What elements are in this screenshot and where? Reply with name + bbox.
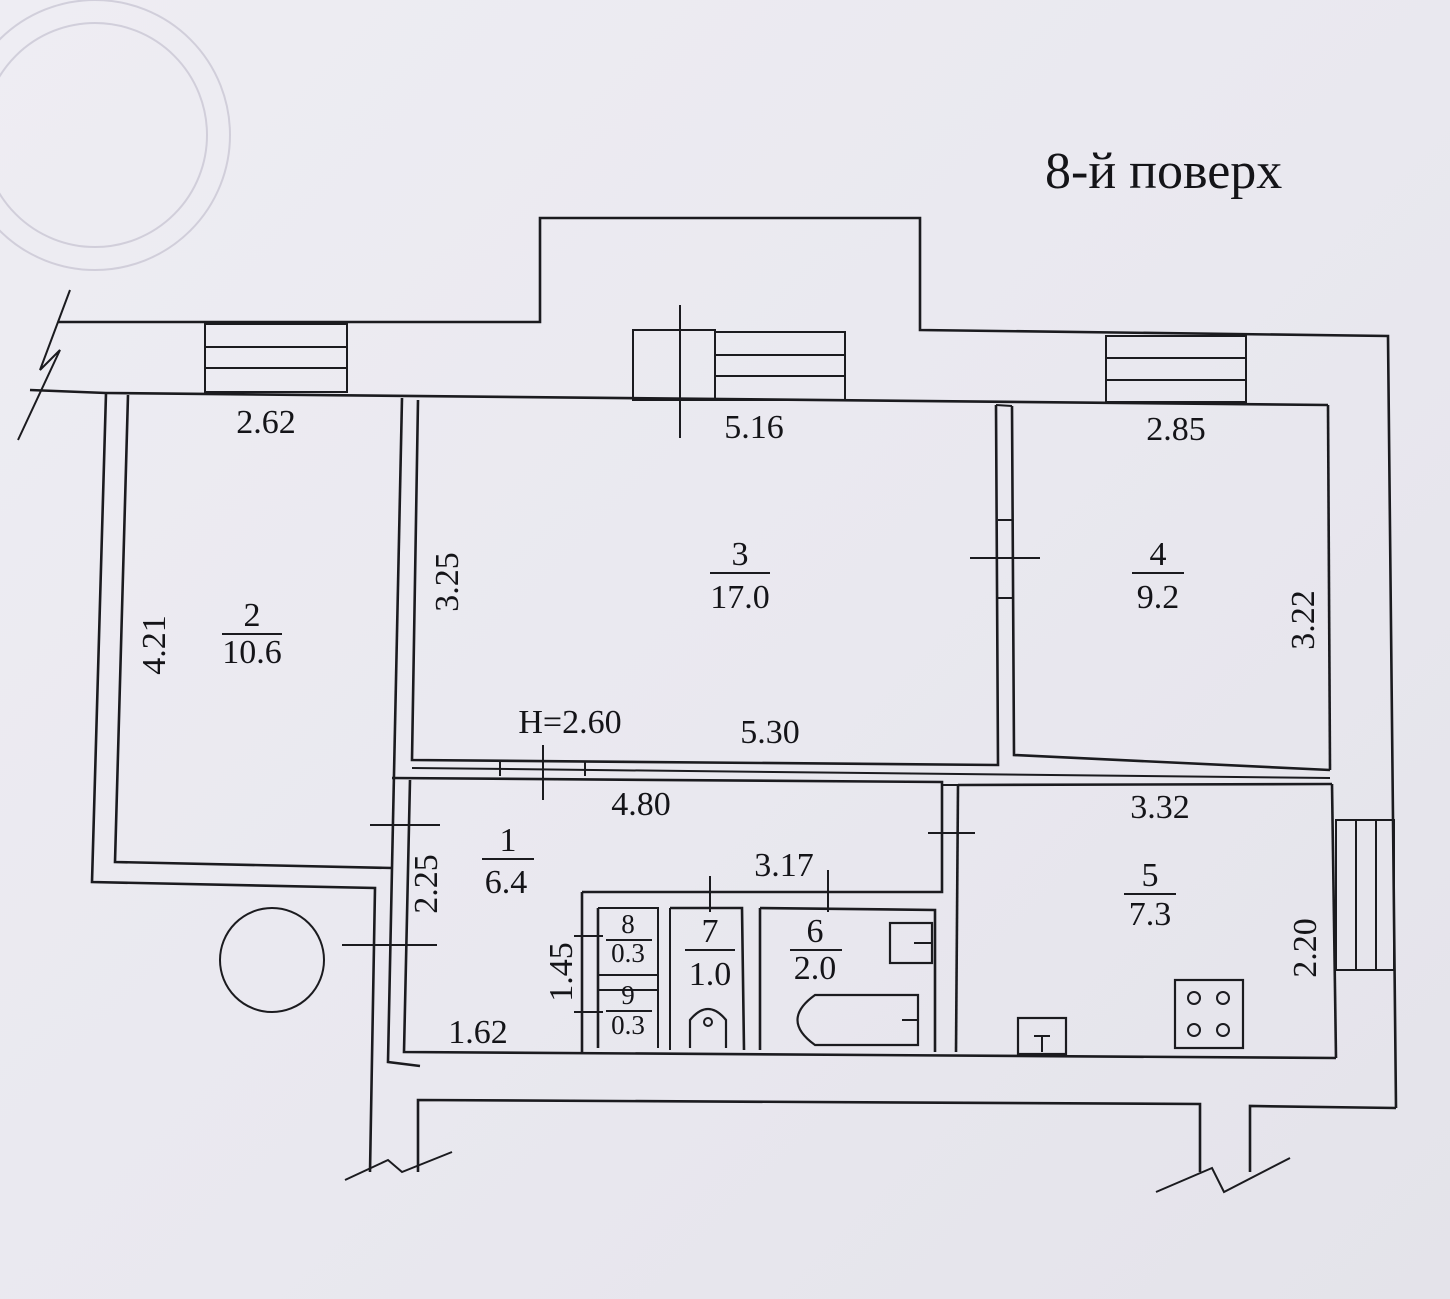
room-5: 5 7.3 [1124, 857, 1176, 933]
stamp-mark [0, 0, 231, 271]
room-2: 2 10.6 [222, 597, 282, 671]
room-8: 8 0.3 [606, 909, 652, 968]
svg-text:9: 9 [621, 980, 635, 1010]
room-labels: 2 10.6 3 17.0 4 9.2 1 6.4 5 7.3 6 2.0 [222, 536, 1184, 1040]
exterior-walls [17, 216, 1398, 1194]
svg-text:7: 7 [702, 913, 719, 950]
interior-walls [386, 397, 1337, 1068]
svg-text:0.3: 0.3 [611, 1010, 645, 1040]
room-6: 6 2.0 [790, 913, 842, 987]
svg-text:4: 4 [1150, 536, 1167, 573]
room-7: 7 1.0 [685, 913, 735, 993]
svg-text:1.62: 1.62 [448, 1014, 508, 1051]
room-3: 3 17.0 [710, 536, 770, 616]
svg-text:2.25: 2.25 [408, 854, 445, 914]
fixtures [688, 921, 1245, 1056]
svg-text:2: 2 [244, 597, 261, 634]
room-4: 4 9.2 [1132, 536, 1184, 616]
svg-text:0.3: 0.3 [611, 938, 645, 968]
kitchen-sink-icon [1016, 1016, 1068, 1056]
dimension-labels: 2.62 5.16 2.85 H=2.60 5.30 4.80 3.32 3.1… [136, 404, 1324, 1051]
svg-text:3.17: 3.17 [754, 847, 814, 884]
svg-text:8: 8 [621, 909, 635, 939]
stove-icon [1173, 978, 1245, 1050]
floor-title: 8-й поверх [1045, 143, 1282, 200]
svg-text:5.16: 5.16 [724, 409, 784, 446]
svg-text:9.2: 9.2 [1137, 579, 1180, 616]
svg-text:2.20: 2.20 [1287, 918, 1324, 978]
room-9: 9 0.3 [606, 980, 652, 1040]
svg-text:2.0: 2.0 [794, 950, 837, 987]
svg-text:1.45: 1.45 [543, 942, 580, 1002]
svg-text:2.85: 2.85 [1146, 411, 1206, 448]
svg-text:2.62: 2.62 [236, 404, 296, 441]
toilet-icon [688, 1007, 728, 1048]
door-markers [219, 305, 1040, 1013]
svg-text:4.80: 4.80 [611, 786, 671, 823]
svg-text:3.32: 3.32 [1130, 789, 1190, 826]
windows [204, 323, 1395, 971]
bathtub-icon [796, 993, 920, 1047]
svg-text:17.0: 17.0 [710, 579, 770, 616]
svg-text:1: 1 [500, 822, 517, 859]
svg-text:3.25: 3.25 [429, 552, 466, 612]
svg-text:3: 3 [732, 536, 749, 573]
svg-text:1.0: 1.0 [689, 956, 732, 993]
room-1: 1 6.4 [482, 822, 534, 901]
svg-text:6: 6 [807, 913, 824, 950]
svg-text:6.4: 6.4 [485, 864, 528, 901]
svg-text:4.21: 4.21 [136, 615, 173, 675]
svg-text:5.30: 5.30 [740, 714, 800, 751]
svg-text:H=2.60: H=2.60 [518, 704, 621, 741]
svg-text:5: 5 [1142, 857, 1159, 894]
shaft-circle-icon [219, 907, 325, 1013]
svg-text:10.6: 10.6 [222, 634, 282, 671]
svg-text:3.22: 3.22 [1285, 590, 1322, 650]
svg-text:7.3: 7.3 [1129, 896, 1172, 933]
